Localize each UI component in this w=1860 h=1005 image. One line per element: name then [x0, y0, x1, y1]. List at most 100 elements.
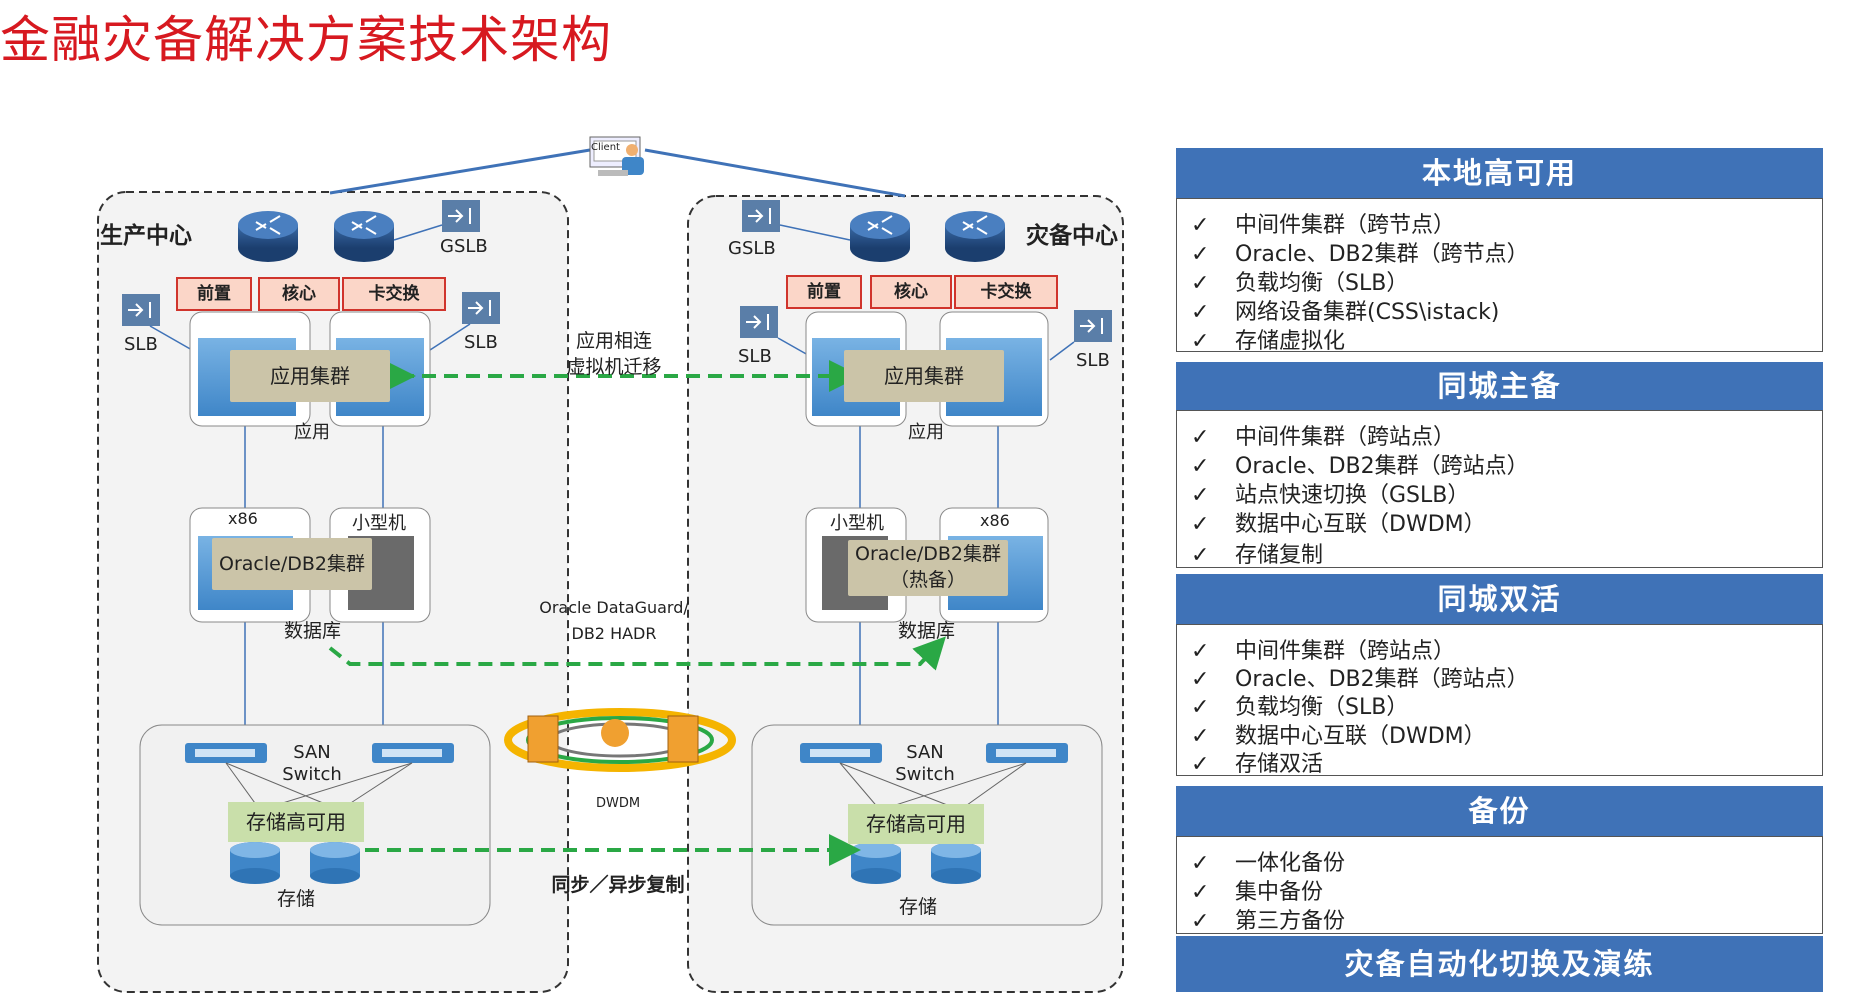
storage-link-label: 同步／异步复制 — [551, 874, 685, 896]
check-icon: ✓ — [1191, 667, 1210, 692]
check-icon: ✓ — [1191, 329, 1210, 354]
x86-label: x86 — [980, 511, 1010, 530]
check-icon: ✓ — [1191, 300, 1210, 325]
slb-icon — [122, 294, 160, 326]
san-switch-icon — [800, 743, 882, 763]
list-item: ✓站点快速切换（GSLB） — [1191, 483, 1470, 508]
check-icon: ✓ — [1191, 752, 1210, 777]
check-icon: ✓ — [1191, 454, 1210, 479]
section-list-local-ha: ✓中间件集群（跨节点） ✓Oracle、DB2集群（跨节点） ✓负载均衡（SLB… — [1176, 198, 1823, 354]
router-icon — [945, 211, 1005, 262]
app-cluster-label: 应用集群 — [844, 350, 1004, 402]
list-item: ✓一体化备份 — [1191, 851, 1346, 876]
check-icon: ✓ — [1191, 543, 1210, 568]
list-item: ✓负载均衡（SLB） — [1191, 271, 1409, 296]
dwdm-label: DWDM — [595, 796, 641, 811]
slb-icon — [462, 292, 500, 324]
tag-frontend: 前置 — [176, 277, 252, 311]
storage-label: 存储 — [898, 896, 938, 918]
list-item: ✓Oracle、DB2集群（跨节点） — [1191, 242, 1529, 267]
check-icon: ✓ — [1191, 639, 1210, 664]
list-item: ✓负载均衡（SLB） — [1191, 695, 1409, 720]
tag-card-switch: 卡交换 — [954, 275, 1058, 309]
storage-disk-icon — [851, 842, 901, 884]
list-item: ✓第三方备份 — [1191, 909, 1346, 934]
storage-disk-icon — [310, 842, 360, 884]
san-label-2: Switch — [895, 764, 955, 785]
tag-frontend: 前置 — [786, 275, 862, 309]
app-link-label-1: 应用相连 — [575, 330, 653, 352]
page-title: 金融灾备解决方案技术架构 — [0, 11, 612, 69]
slb-label: SLB — [1076, 350, 1110, 371]
gslb-label: GSLB — [440, 236, 488, 257]
section-list-same-city-active-standby: ✓中间件集群（跨站点） ✓Oracle、DB2集群（跨站点） ✓站点快速切换（G… — [1176, 410, 1823, 568]
storage-label: 存储 — [276, 888, 316, 910]
database-label: 数据库 — [284, 620, 342, 642]
storage-disk-icon — [230, 842, 280, 884]
router-icon — [850, 211, 910, 262]
router-icon — [238, 211, 298, 262]
check-icon: ✓ — [1191, 213, 1210, 238]
app-cluster-label: 应用集群 — [230, 350, 390, 402]
check-icon: ✓ — [1191, 724, 1210, 749]
gslb-icon — [742, 200, 780, 232]
check-icon: ✓ — [1191, 483, 1210, 508]
san-switch-icon — [372, 743, 454, 763]
dwdm-icon — [504, 708, 736, 772]
slb-icon — [1074, 310, 1112, 342]
list-item: ✓网络设备集群(CSS\istack) — [1191, 300, 1500, 325]
san-label-1: SAN — [906, 742, 944, 763]
section-header-same-city-active-standby: 同城主备 — [1176, 362, 1823, 410]
slb-icon — [740, 306, 778, 338]
db-cluster-dr: Oracle/DB2集群 （热备） — [848, 540, 1008, 596]
router-icon — [334, 211, 394, 262]
storage-disk-icon — [931, 842, 981, 884]
footer-header-dr-automation: 灾备自动化切换及演练 — [1176, 936, 1823, 992]
list-item: ✓存储虚拟化 — [1191, 329, 1346, 354]
minicomputer-label: 小型机 — [830, 513, 884, 534]
san-label-2: Switch — [282, 764, 342, 785]
db-cluster-label: Oracle/DB2集群 — [212, 538, 372, 590]
check-icon: ✓ — [1191, 695, 1210, 720]
list-item: ✓集中备份 — [1191, 880, 1324, 905]
list-item: ✓数据中心互联（DWDM） — [1191, 724, 1486, 749]
list-item: ✓中间件集群（跨站点） — [1191, 425, 1456, 450]
storage-ha-label: 存储高可用 — [228, 802, 364, 842]
san-switch-icon — [185, 743, 267, 763]
check-icon: ✓ — [1191, 242, 1210, 267]
list-item: ✓存储双活 — [1191, 752, 1324, 777]
check-icon: ✓ — [1191, 909, 1210, 934]
list-item: ✓中间件集群（跨节点） — [1191, 213, 1456, 238]
db-link-arrow — [328, 636, 946, 671]
check-icon: ✓ — [1191, 425, 1210, 450]
storage-ha-label: 存储高可用 — [848, 804, 984, 844]
app-label: 应用 — [908, 422, 944, 443]
client-icon — [589, 136, 644, 176]
san-switch-icon — [986, 743, 1068, 763]
check-icon: ✓ — [1191, 271, 1210, 296]
db-link-label-2: DB2 HADR — [571, 624, 657, 643]
section-list-backup: ✓一体化备份 ✓集中备份 ✓第三方备份 — [1176, 836, 1823, 934]
client-link-right — [644, 148, 906, 198]
gslb-label: GSLB — [728, 238, 776, 259]
database-label: 数据库 — [898, 620, 956, 642]
minicomputer-label: 小型机 — [352, 513, 406, 534]
section-list-same-city-active-active: ✓中间件集群（跨站点） ✓Oracle、DB2集群（跨站点） ✓负载均衡（SLB… — [1176, 624, 1823, 777]
db-cluster-dr-label: Oracle/DB2集群 — [855, 543, 1001, 565]
check-icon: ✓ — [1191, 512, 1210, 537]
gslb-icon — [442, 200, 480, 232]
x86-label: x86 — [228, 509, 258, 528]
list-item: ✓存储复制 — [1191, 543, 1324, 568]
client-link-left — [329, 148, 591, 195]
list-item: ✓中间件集群（跨站点） — [1191, 639, 1456, 664]
list-item: ✓Oracle、DB2集群（跨站点） — [1191, 454, 1529, 479]
check-icon: ✓ — [1191, 851, 1210, 876]
list-item: ✓Oracle、DB2集群（跨站点） — [1191, 667, 1529, 692]
tag-core: 核心 — [258, 277, 340, 311]
san-label-1: SAN — [293, 742, 331, 763]
app-link-label-2: 虚拟机迁移 — [566, 356, 662, 378]
db-link-label-1: Oracle DataGuard/ — [539, 598, 689, 617]
app-label: 应用 — [294, 422, 330, 443]
slb-label: SLB — [124, 334, 158, 355]
list-item: ✓数据中心互联（DWDM） — [1191, 512, 1486, 537]
